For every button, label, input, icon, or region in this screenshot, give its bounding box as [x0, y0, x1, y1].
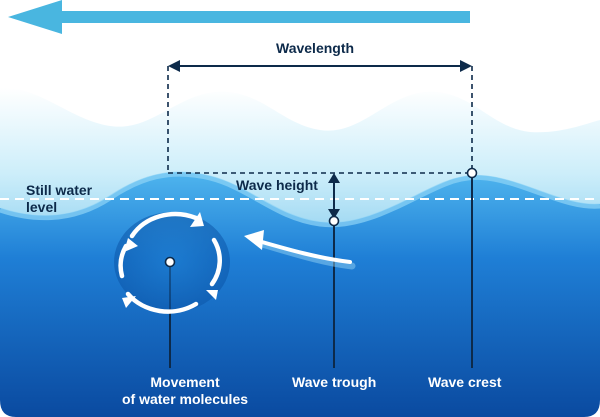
still-water-label-line1: Still water [26, 182, 93, 198]
wavelength-arrow-left [168, 60, 180, 72]
circular-arrows-icon [118, 211, 222, 314]
wave-crest-label: Wave crest [428, 374, 502, 390]
wavelength-arrow-right [460, 60, 472, 72]
wave-height-arrow-top [328, 173, 340, 183]
still-water-level-label: Still water level [26, 182, 92, 216]
wave-trough-label: Wave trough [292, 374, 377, 390]
trough-marker [328, 215, 340, 227]
backflow-arrowhead [244, 230, 264, 250]
molecules-label-line2: of water molecules [121, 391, 249, 407]
molecule-dot [164, 256, 176, 268]
wave-height-label: Wave height [236, 177, 318, 193]
wavelength-label: Wavelength [276, 40, 355, 56]
molecules-label-line1: Movement [150, 374, 220, 390]
still-water-label-line2: level [26, 199, 58, 215]
swirl-arrowheads [122, 212, 218, 308]
left-arrow-icon [8, 0, 470, 34]
backflow-arrow [260, 240, 352, 264]
water-molecules-label: Movement of water molecules [100, 374, 270, 408]
wave-height-arrow-bottom [328, 209, 340, 219]
crest-marker [466, 167, 478, 179]
